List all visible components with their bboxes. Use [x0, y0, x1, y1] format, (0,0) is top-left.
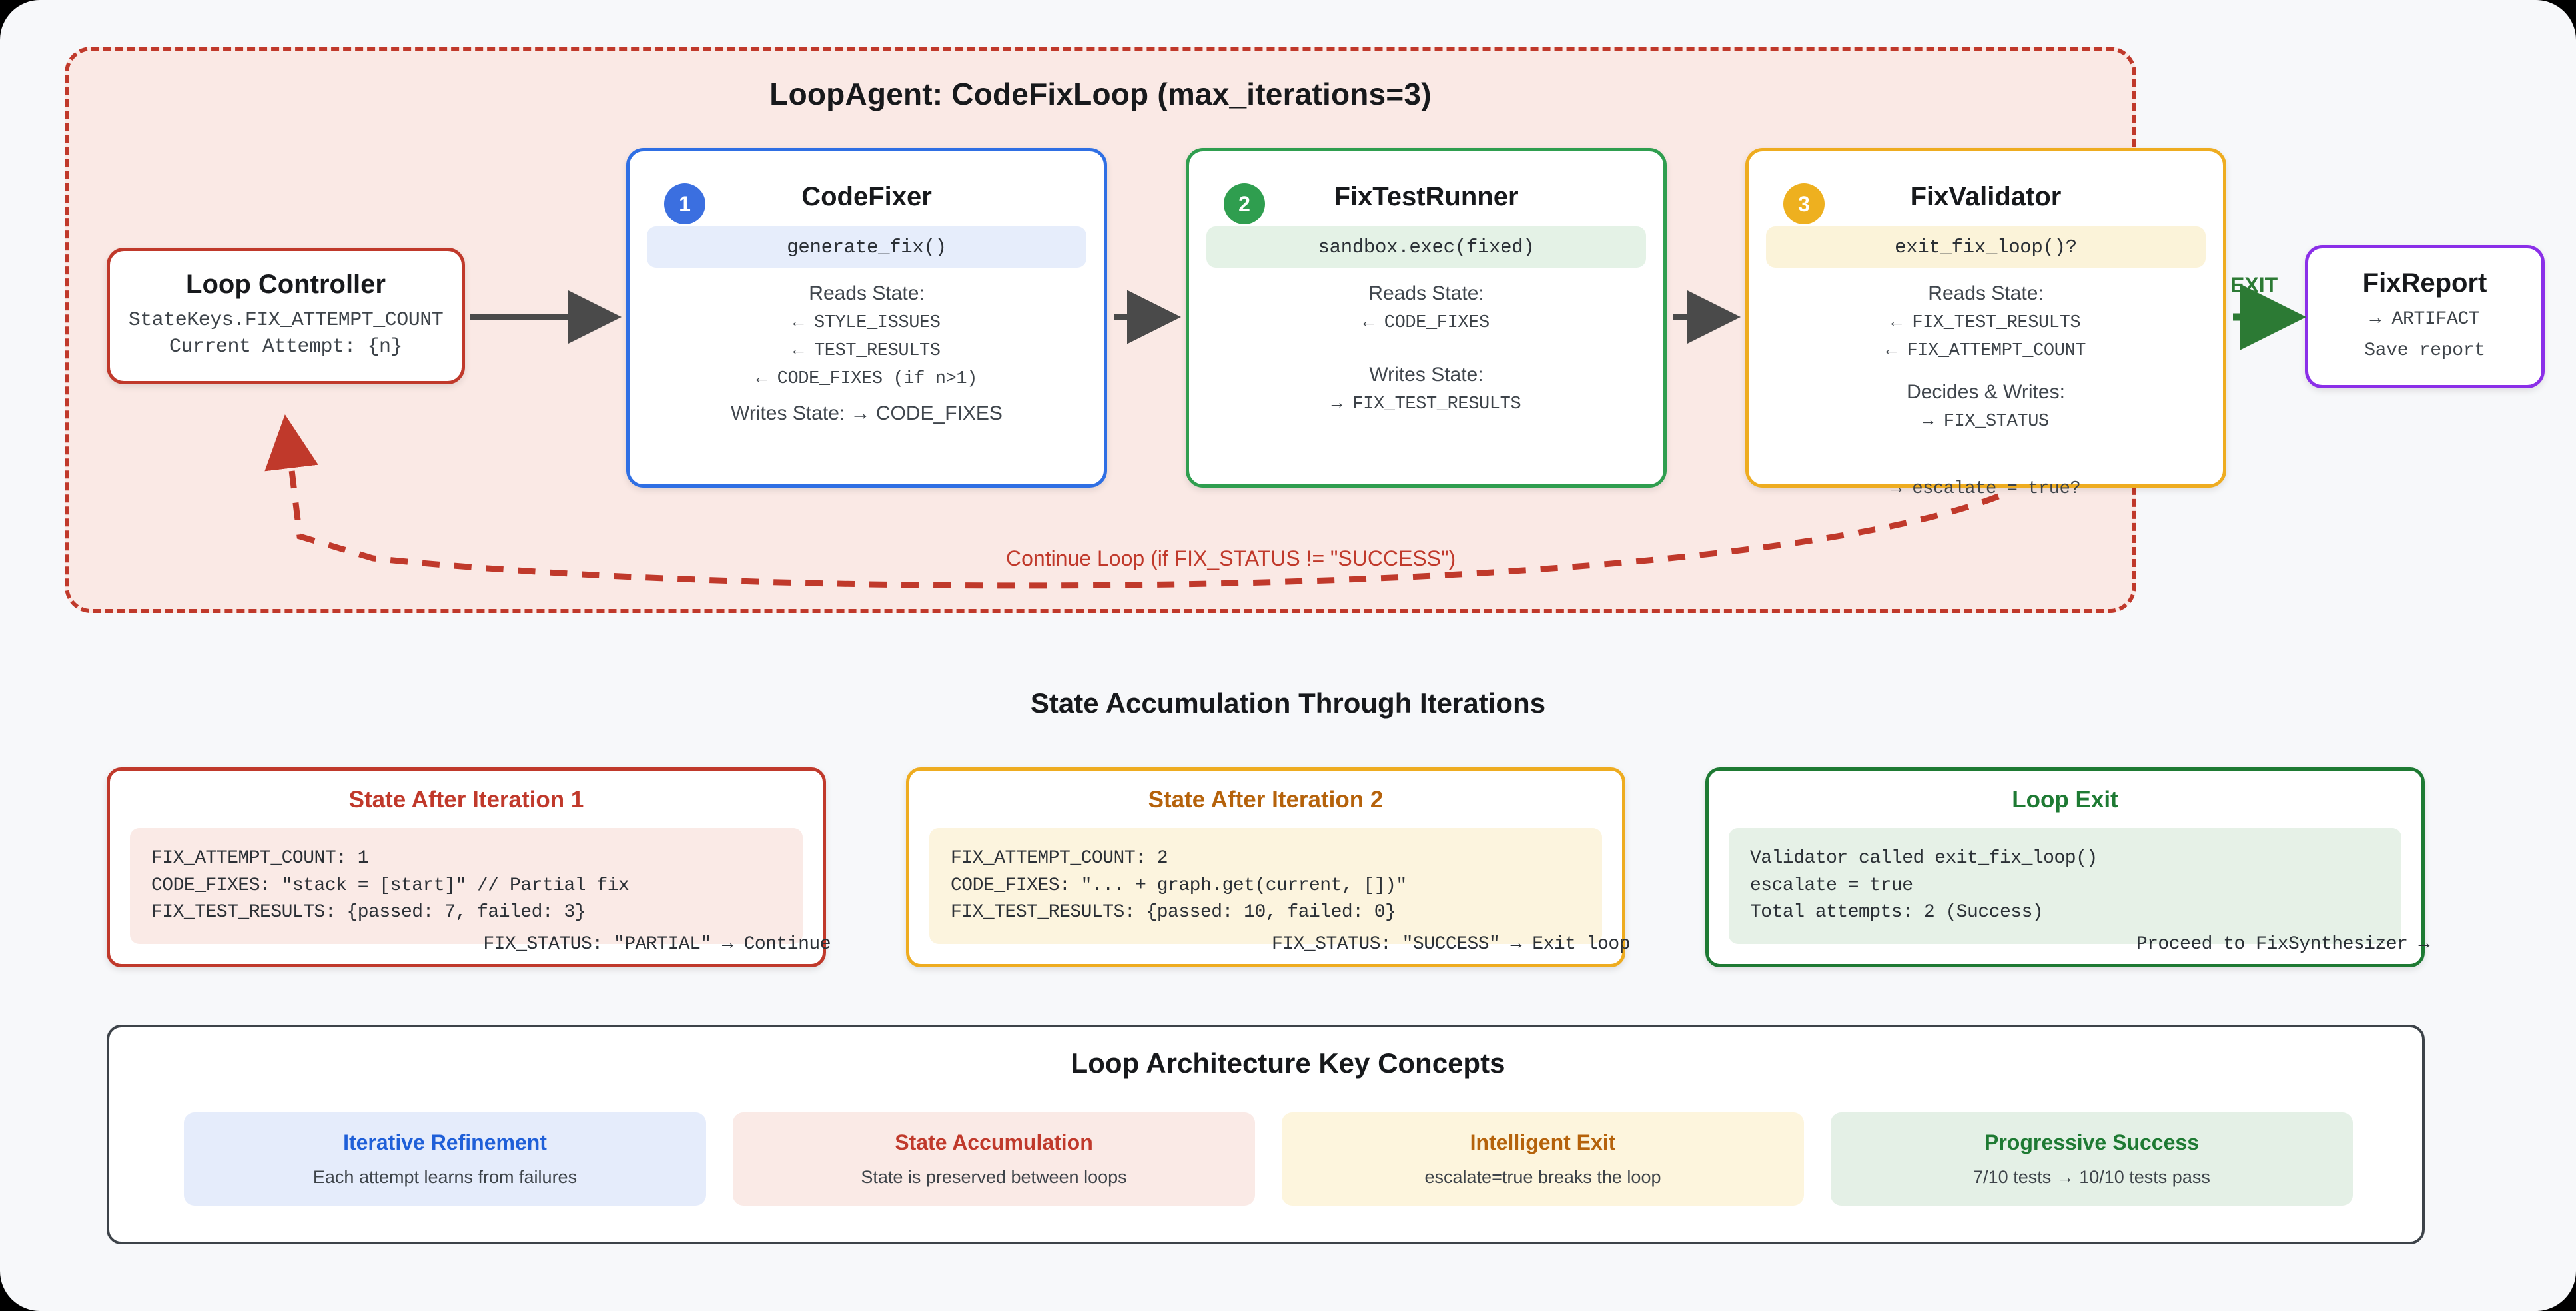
state-card-iteration-2[interactable]: State After Iteration 2 FIX_ATTEMPT_COUN… — [906, 767, 1631, 967]
concept-card-intelligent-exit[interactable]: Intelligent Exit escalate=true breaks th… — [1282, 1112, 1804, 1206]
loop-agent-title: LoopAgent: CodeFixLoop (max_iterations=3… — [769, 77, 1432, 111]
edge-label-exit: EXIT — [2230, 273, 2278, 297]
reads-item-code-fixes: ← CODE_FIXES (if n>1) — [756, 369, 977, 389]
state-line: Total attempts: 2 (Success) — [1750, 902, 2044, 923]
agent-title-fixvalidator: FixValidator — [1910, 182, 2062, 211]
reads-item-fix-test-results: ← FIX_TEST_RESULTS — [1891, 313, 2081, 333]
edge-label-continue-loop: Continue Loop (if FIX_STATUS != "SUCCESS… — [1006, 546, 1456, 570]
concept-card-state-accumulation[interactable]: State Accumulation State is preserved be… — [733, 1112, 1255, 1206]
loop-controller-title: Loop Controller — [186, 270, 386, 299]
state-card-body-2: FIX_ATTEMPT_COUNT: 2 CODE_FIXES: "... + … — [929, 828, 1602, 944]
state-card-footer-2: FIX_STATUS: "SUCCESS" → Exit loop — [1272, 934, 1631, 955]
concept-card-progressive-success[interactable]: Progressive Success 7/10 tests → 10/10 t… — [1831, 1112, 2353, 1206]
state-line: escalate = true — [1750, 875, 1913, 896]
loop-controller-statekey: StateKeys.FIX_ATTEMPT_COUNT — [128, 309, 444, 332]
agent-code-fixtestrunner: sandbox.exec(fixed) — [1206, 226, 1646, 268]
state-line: Validator called exit_fix_loop() — [1750, 848, 2098, 869]
state-line: CODE_FIXES: "stack = [start]" // Partial… — [151, 875, 630, 896]
state-card-title-1: State After Iteration 1 — [348, 787, 584, 813]
step-badge-1: 1 — [664, 183, 705, 224]
agent-card-codefixer[interactable]: 1 CodeFixer generate_fix() Reads State: … — [626, 148, 1107, 488]
reads-item-style-issues: ← STYLE_ISSUES — [793, 313, 941, 333]
writes-inline-codefixer: Writes State: → CODE_FIXES — [731, 402, 1003, 424]
state-line: FIX_ATTEMPT_COUNT: 2 — [951, 848, 1168, 869]
concept-title: Iterative Refinement — [343, 1130, 547, 1154]
state-line: FIX_TEST_RESULTS: {passed: 10, failed: 0… — [951, 902, 1396, 923]
state-line: CODE_FIXES: "... + graph.get(current, []… — [951, 875, 1407, 896]
writes-item-fix-status: → FIX_STATUS — [1923, 412, 2049, 432]
concept-subtitle: State is preserved between loops — [861, 1167, 1127, 1187]
state-card-title-2: State After Iteration 2 — [1148, 787, 1384, 813]
state-card-title-3: Loop Exit — [2012, 787, 2118, 813]
agent-title-codefixer: CodeFixer — [801, 182, 932, 211]
concept-title: State Accumulation — [895, 1130, 1093, 1154]
agent-code-codefixer: generate_fix() — [647, 226, 1086, 268]
writes-label-fixvalidator: Decides & Writes: — [1907, 381, 2065, 403]
key-concepts-title: Loop Architecture Key Concepts — [1071, 1047, 1505, 1079]
reads-item-test-results: ← TEST_RESULTS — [793, 341, 941, 361]
state-card-loop-exit[interactable]: Loop Exit Validator called exit_fix_loop… — [1705, 767, 2430, 967]
reads-label-fixtestrunner: Reads State: — [1368, 282, 1484, 304]
fixreport-save: Save report — [2364, 340, 2485, 361]
fixreport-title: FixReport — [2362, 268, 2487, 298]
fixreport-card[interactable]: FixReport → ARTIFACT Save report — [2305, 245, 2545, 388]
step-badge-3: 3 — [1783, 183, 1825, 224]
step-badge-2: 2 — [1224, 183, 1265, 224]
state-line: FIX_TEST_RESULTS: {passed: 7, failed: 3} — [151, 902, 586, 923]
state-line: FIX_ATTEMPT_COUNT: 1 — [151, 848, 369, 869]
reads-item-fix-attempt-count: ← FIX_ATTEMPT_COUNT — [1885, 341, 2086, 361]
agent-code-fixvalidator: exit_fix_loop()? — [1766, 226, 2206, 268]
state-card-body-3: Validator called exit_fix_loop() escalat… — [1729, 828, 2401, 944]
concept-title: Progressive Success — [1984, 1130, 2199, 1154]
loop-controller-attempt: Current Attempt: {n} — [169, 336, 403, 358]
state-card-iteration-1[interactable]: State After Iteration 1 FIX_ATTEMPT_COUN… — [107, 767, 831, 967]
state-section-title: State Accumulation Through Iterations — [1030, 687, 1546, 719]
concept-title: Intelligent Exit — [1470, 1130, 1616, 1154]
agent-title-fixtestrunner: FixTestRunner — [1334, 182, 1519, 211]
state-card-footer-1: FIX_STATUS: "PARTIAL" → Continue — [483, 934, 831, 955]
concept-subtitle: 7/10 tests → 10/10 tests pass — [1973, 1167, 2210, 1187]
writes-item-escalate: → escalate = true? — [1891, 479, 2081, 499]
agent-card-fixtestrunner[interactable]: 2 FixTestRunner sandbox.exec(fixed) Read… — [1186, 148, 1667, 488]
key-concepts-panel: Iterative Refinement Each attempt learns… — [107, 1025, 2425, 1244]
state-card-body-1: FIX_ATTEMPT_COUNT: 1 CODE_FIXES: "stack … — [130, 828, 803, 944]
reads-item-code-fixes-2: ← CODE_FIXES — [1363, 313, 1490, 333]
reads-label-fixvalidator: Reads State: — [1928, 282, 2044, 304]
concept-card-iterative-refinement[interactable]: Iterative Refinement Each attempt learns… — [184, 1112, 706, 1206]
key-concepts-row: Iterative Refinement Each attempt learns… — [184, 1112, 2353, 1206]
reads-label-codefixer: Reads State: — [809, 282, 925, 304]
concept-subtitle: Each attempt learns from failures — [312, 1167, 578, 1187]
writes-label-fixtestrunner: Writes State: — [1369, 364, 1484, 386]
fixreport-artifact: → ARTIFACT — [2369, 309, 2480, 330]
concept-subtitle: escalate=true breaks the loop — [1424, 1167, 1661, 1187]
writes-item-fix-test-results: → FIX_TEST_RESULTS — [1331, 394, 1521, 414]
state-card-footer-3: Proceed to FixSynthesizer → — [2136, 934, 2430, 955]
agent-card-fixvalidator[interactable]: 3 FixValidator exit_fix_loop()? Reads St… — [1745, 148, 2226, 499]
loop-controller-card[interactable]: Loop Controller StateKeys.FIX_ATTEMPT_CO… — [107, 248, 465, 384]
